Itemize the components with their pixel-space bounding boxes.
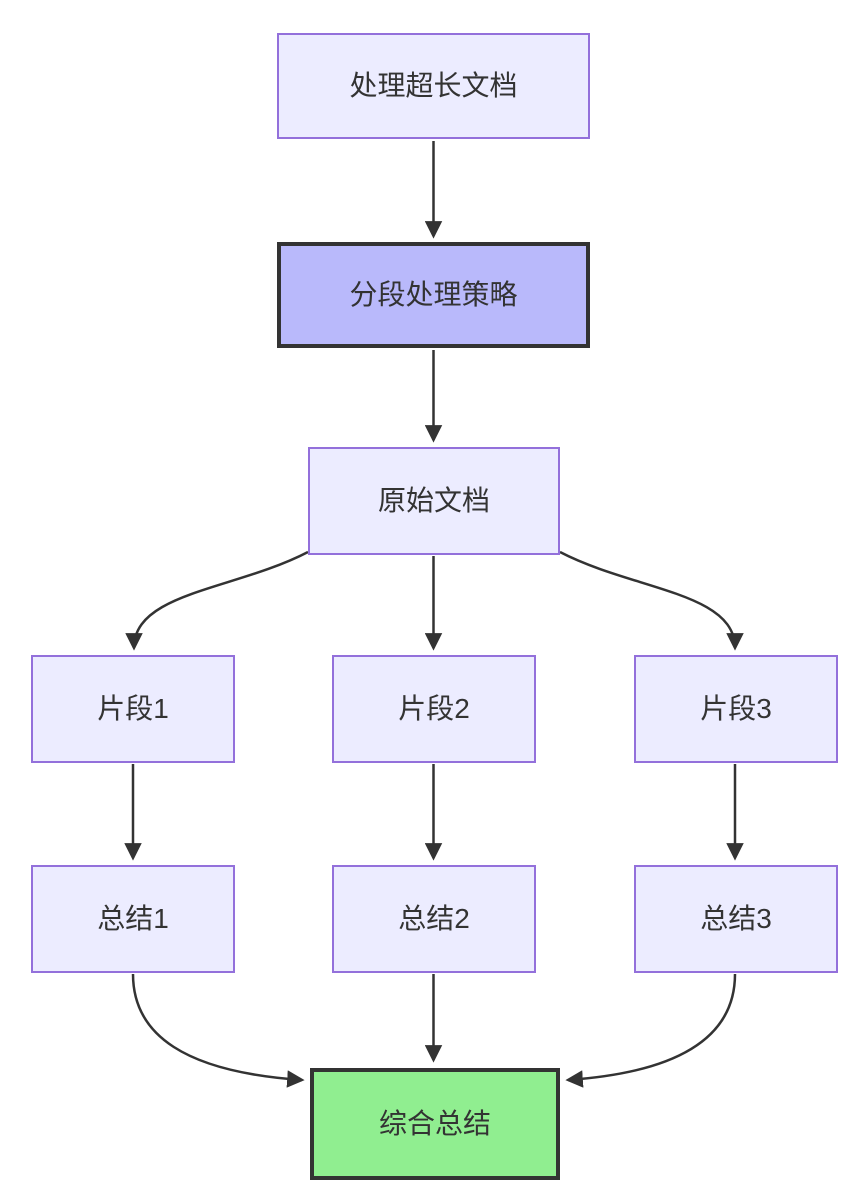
node-fragment-3: 片段3 <box>634 655 838 763</box>
node-label: 总结1 <box>97 903 169 935</box>
edge-s3-to-g <box>565 973 737 1088</box>
node-label: 片段1 <box>97 693 169 725</box>
node-label: 处理超长文档 <box>349 70 518 102</box>
node-summary-2: 总结2 <box>332 865 536 973</box>
node-label: 总结3 <box>700 903 772 935</box>
node-fragment-1: 片段1 <box>31 655 235 763</box>
node-fragment-2: 片段2 <box>332 655 536 763</box>
node-summary-3: 总结3 <box>634 865 838 973</box>
node-segmented-processing-strategy: 分段处理策略 <box>277 242 590 348</box>
edge-s1-to-g <box>131 973 305 1088</box>
edge-c-to-f1 <box>125 550 309 651</box>
node-label: 分段处理策略 <box>349 279 518 311</box>
node-label: 综合总结 <box>378 1108 491 1140</box>
node-summary-1: 总结1 <box>31 865 235 973</box>
node-process-long-document: 处理超长文档 <box>277 33 590 139</box>
node-label: 原始文档 <box>377 485 490 517</box>
node-label: 总结2 <box>398 903 470 935</box>
node-label: 片段3 <box>700 693 772 725</box>
edge-c-to-f3 <box>559 550 744 651</box>
node-label: 片段2 <box>398 693 470 725</box>
node-original-document: 原始文档 <box>308 447 560 555</box>
node-combined-summary: 综合总结 <box>310 1068 560 1180</box>
